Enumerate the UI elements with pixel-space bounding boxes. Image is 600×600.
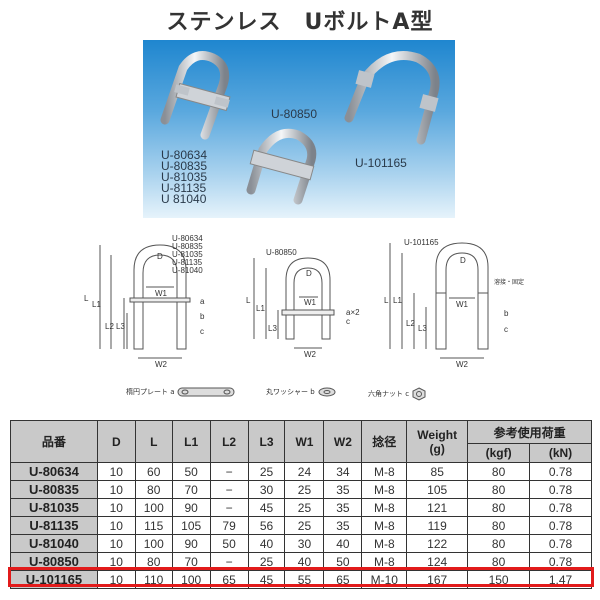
- parts-legend-oval-plate: 楕円プレート a: [126, 387, 235, 397]
- dim-d: D: [306, 269, 312, 278]
- table-row: U-80835 10 80 70 − 30 25 35 M-8 105 80 0…: [10, 480, 592, 499]
- part-a-x2: a×2: [346, 308, 360, 317]
- dim-w2: W2: [304, 350, 316, 359]
- dim-w2: W2: [456, 360, 468, 369]
- part-b: b: [504, 309, 509, 318]
- weld-fix-note: 溶接・固定: [494, 280, 525, 286]
- col-kgf: (kgf): [467, 443, 531, 463]
- part-c: c: [346, 317, 350, 326]
- dim-l: L: [384, 296, 389, 305]
- part-a: a: [200, 297, 205, 306]
- dim-l2: L2: [406, 319, 415, 328]
- diagram-center-model: U-80850: [266, 248, 297, 257]
- col-l3: L3: [247, 420, 286, 463]
- parts-legend-round-washer: 丸ワッシャー b: [266, 387, 337, 397]
- dim-l: L: [84, 294, 89, 303]
- col-l1: L1: [171, 420, 211, 463]
- col-load: 参考使用荷重: [467, 420, 592, 444]
- col-w1: W1: [284, 420, 325, 463]
- part-c: c: [200, 327, 204, 336]
- dim-d: D: [460, 256, 466, 265]
- oval-plate-icon: [177, 387, 235, 397]
- photo-label-u80850: U-80850: [271, 107, 318, 121]
- diagram-left-models: U-80634 U-80835 U-81035 U-81135 U-81040: [172, 234, 203, 275]
- col-d: D: [96, 420, 136, 463]
- table-row-highlighted: U-101165 10 110 100 65 45 55 65 M-10 167…: [10, 570, 592, 589]
- diagram-right-model: U-101165: [404, 238, 439, 247]
- table-row: U-81040 10 100 90 50 40 30 40 M-8 122 80…: [10, 534, 592, 553]
- col-kn: (kN): [529, 443, 592, 463]
- col-thread: 捻径: [361, 420, 408, 463]
- technical-diagrams: U-80634 U-80835 U-81035 U-81135 U-81040 …: [0, 225, 600, 415]
- dim-l2: L2: [105, 322, 114, 331]
- dim-l1: L1: [92, 300, 101, 309]
- table-row: U-81035 10 100 90 − 45 25 35 M-8 121 80 …: [10, 498, 592, 517]
- part-b: b: [200, 312, 205, 321]
- table-row: U-80850 10 80 70 − 25 40 50 M-8 124 80 0…: [10, 552, 592, 571]
- dim-l1: L1: [393, 296, 402, 305]
- u-bolt-photo-icon: [160, 51, 440, 205]
- table-row: U-81135 10 115 105 79 56 25 35 M-8 119 8…: [10, 516, 592, 535]
- parts-legend-hex-nut: 六角ナット c: [368, 387, 427, 401]
- photo-label-group: U-80634 U-80835 U-81035 U-81135 U 81040: [161, 148, 208, 206]
- dim-d: D: [157, 252, 163, 261]
- dim-l3: L3: [268, 324, 277, 333]
- col-part-no: 品番: [10, 420, 98, 463]
- photo-label-u101165: U-101165: [355, 156, 407, 170]
- page-title: ステンレス UボルトA型: [166, 10, 434, 35]
- dim-l1: L1: [256, 304, 265, 313]
- spec-table: 品番 D L L1 L2 L3 W1 W2 捻径 Weight (g) 参考使用…: [10, 420, 592, 589]
- u-bolt-dimension-drawing-icon: [99, 242, 489, 359]
- part-c: c: [504, 325, 508, 334]
- dim-l3: L3: [418, 324, 427, 333]
- dim-l: L: [246, 296, 251, 305]
- round-washer-icon: [318, 387, 336, 397]
- col-weight: Weight (g): [406, 420, 469, 463]
- dim-l3: L3: [116, 322, 125, 331]
- col-l2: L2: [209, 420, 249, 463]
- hex-nut-icon: [412, 387, 426, 401]
- dim-w1: W1: [304, 298, 316, 307]
- product-photo: U-80634 U-80835 U-81035 U-81135 U 81040 …: [143, 40, 455, 218]
- col-w2: W2: [323, 420, 363, 463]
- table-row: U-80634 10 60 50 − 25 24 34 M-8 85 80 0.…: [10, 462, 592, 481]
- dim-w1: W1: [155, 289, 167, 298]
- dim-w2: W2: [155, 360, 167, 369]
- col-l: L: [134, 420, 173, 463]
- dim-w1: W1: [456, 300, 468, 309]
